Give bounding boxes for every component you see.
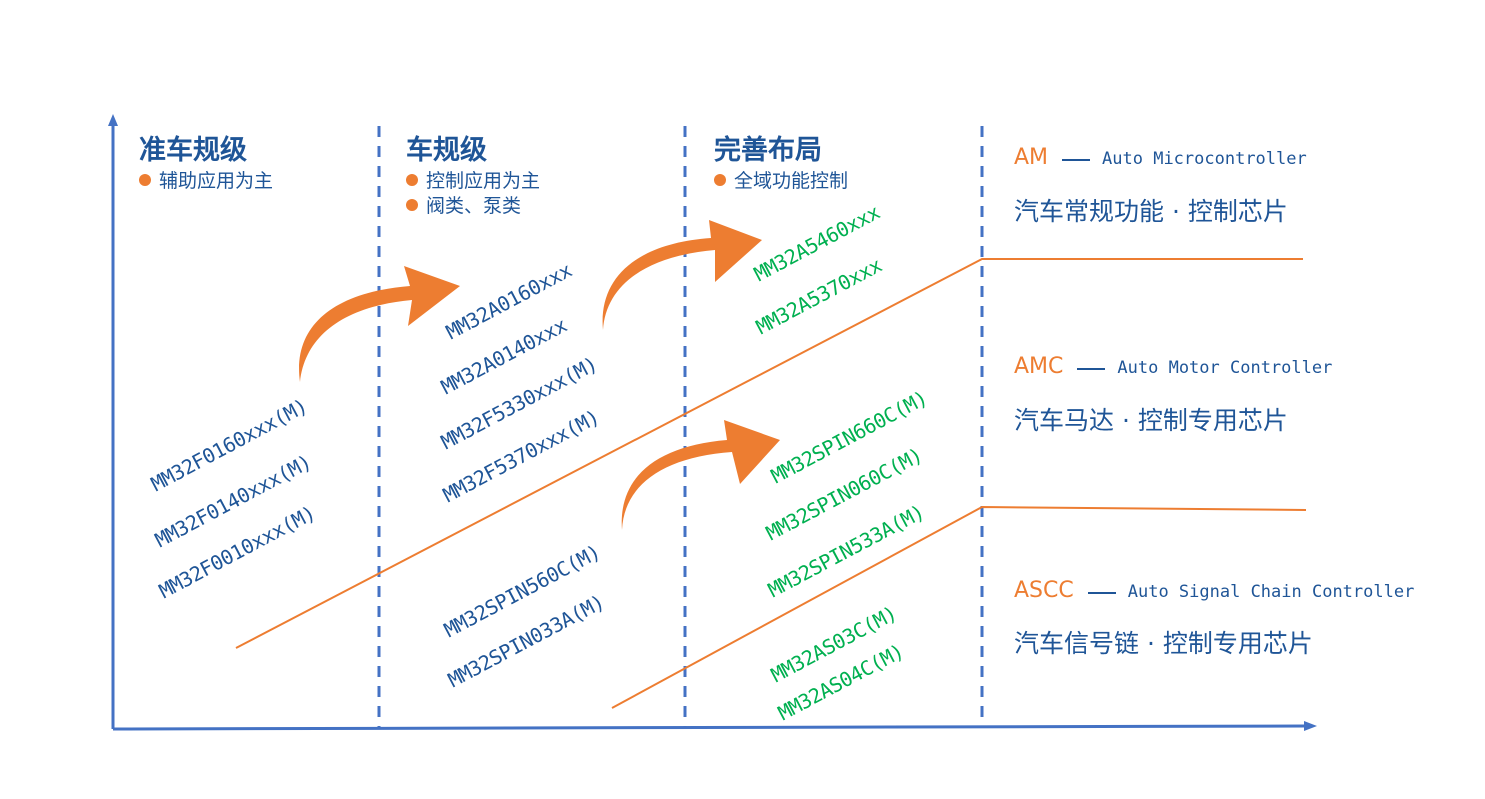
category-abbr: ASCC (1014, 578, 1074, 603)
category-amc-heading: AMC Auto Motor Controller (1014, 354, 1332, 379)
category-am-heading: AM Auto Microcontroller (1014, 145, 1307, 170)
category-ascc-heading: ASCC Auto Signal Chain Controller (1014, 578, 1414, 603)
progress-arrow-1 (299, 266, 460, 382)
bullet-dot-icon (139, 174, 151, 186)
dash-separator (1077, 367, 1106, 370)
y-axis-arrowhead (108, 114, 118, 126)
x-axis (112, 724, 1307, 731)
category-full-name: Auto Motor Controller (1117, 358, 1333, 378)
dash-separator (1062, 158, 1091, 161)
x-axis-arrowhead (1304, 721, 1317, 731)
category-abbr: AM (1014, 145, 1049, 170)
progress-arrow-2 (602, 220, 762, 330)
progress-arrow-3 (621, 420, 780, 530)
dash-separator (1087, 591, 1116, 594)
category-abbr: AMC (1014, 354, 1064, 379)
am-trend-line (235, 258, 1303, 649)
category-amc-description: 汽车马达 · 控制专用芯片 (1014, 406, 1288, 435)
stage-2-title: 车规级 (406, 135, 487, 166)
stage-1-title: 准车规级 (139, 135, 247, 166)
bullet-dot-icon (406, 199, 418, 211)
stage-3-title: 完善布局 (714, 135, 822, 166)
stage-2-bullet-1: 控制应用为主 (406, 166, 540, 193)
category-full-name: Auto Microcontroller (1102, 149, 1307, 169)
stage-3-bullet: 全域功能控制 (714, 166, 848, 193)
ascc-trend-line (611, 505, 1307, 709)
category-am-description: 汽车常规功能 · 控制芯片 (1014, 197, 1288, 226)
stage-2-bullet-2: 阀类、泵类 (406, 191, 521, 218)
bullet-dot-icon (714, 174, 726, 186)
category-ascc-description: 汽车信号链 · 控制专用芯片 (1014, 629, 1313, 658)
category-full-name: Auto Signal Chain Controller (1127, 582, 1415, 602)
bullet-dot-icon (406, 174, 418, 186)
stage-1-bullet: 辅助应用为主 (139, 166, 273, 193)
